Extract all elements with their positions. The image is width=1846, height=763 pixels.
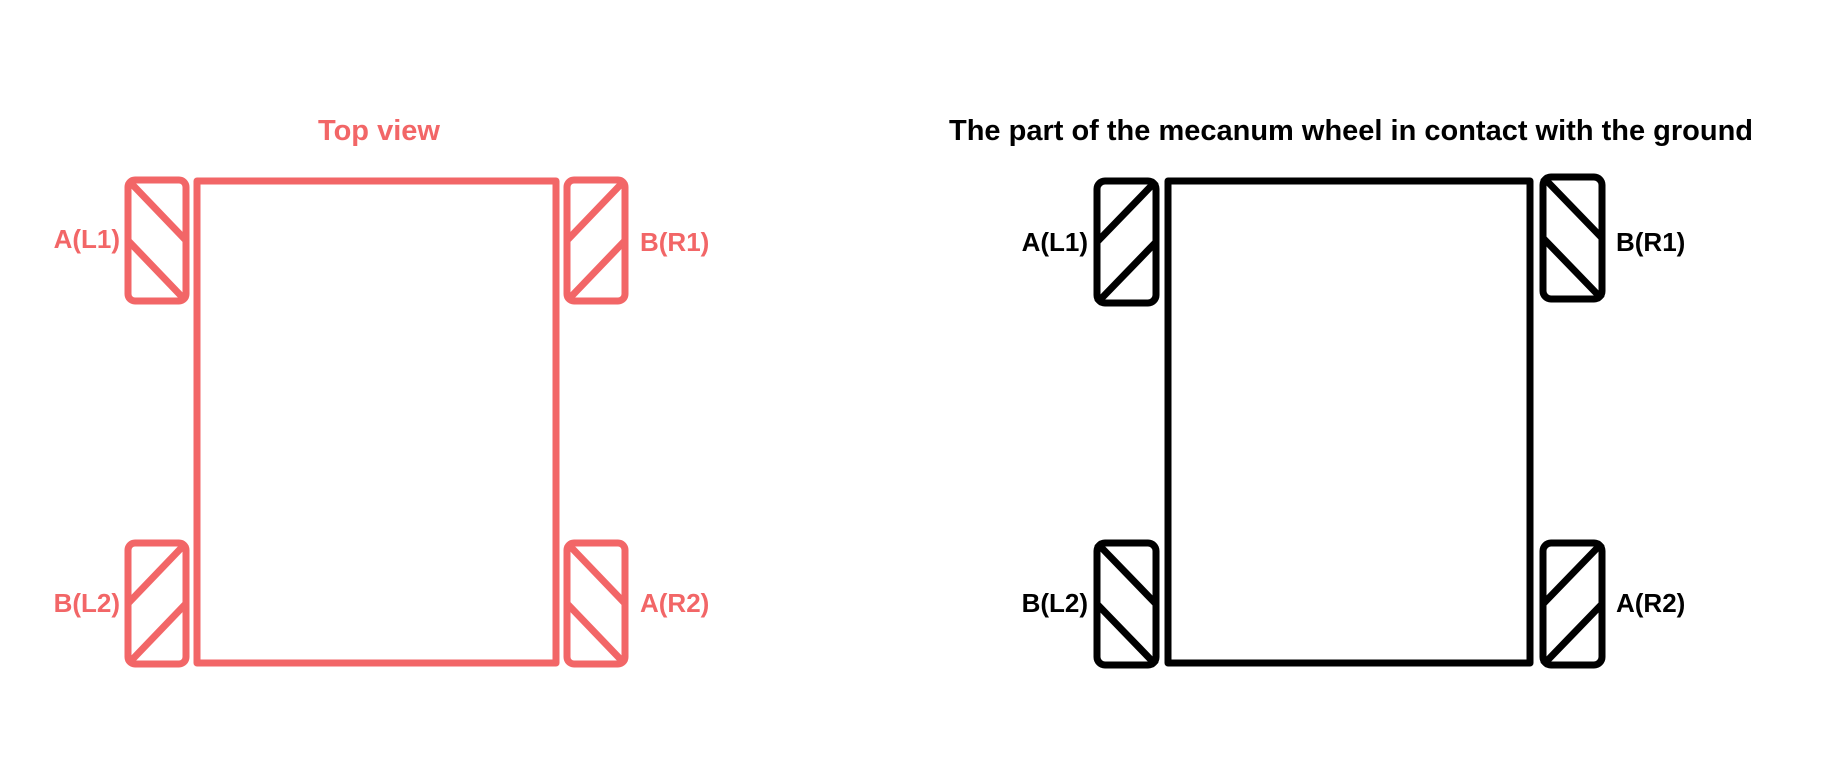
roller-stripes [564, 177, 628, 304]
top-view-panel [124, 176, 629, 668]
contact-view-panel [1093, 173, 1606, 669]
top-view-label-a-l1: A(L1) [54, 224, 120, 254]
roller-stripe [564, 540, 628, 606]
contact-view-chassis [1164, 177, 1534, 667]
roller-stripes [564, 540, 628, 667]
roller-stripe [1540, 174, 1605, 241]
top-view-wheel-front-right [563, 176, 629, 305]
top-view-label-b-r1: B(R1) [640, 227, 709, 257]
top-view-label-b-l2: B(L2) [54, 588, 120, 618]
roller-stripe [1094, 540, 1159, 607]
roller-stripes [1540, 540, 1605, 668]
top-view-wheel-rear-left [124, 539, 190, 668]
roller-stripes [125, 177, 189, 304]
roller-stripes [1540, 174, 1605, 302]
top-view-title: Top view [318, 115, 440, 147]
roller-stripe [1540, 235, 1605, 302]
roller-stripe [564, 238, 628, 304]
wheel-frame [124, 539, 190, 668]
roller-stripes [1094, 540, 1159, 668]
roller-stripe [1540, 540, 1605, 607]
roller-stripe [125, 601, 189, 667]
contact-view-label-a-r2: A(R2) [1616, 588, 1685, 618]
roller-stripe [1094, 601, 1159, 668]
top-view-label-a-r2: A(R2) [640, 588, 709, 618]
wheel-frame [563, 176, 629, 305]
wheel-frame [563, 539, 629, 668]
roller-stripes [125, 540, 189, 667]
contact-view-title: The part of the mecanum wheel in contact… [949, 115, 1753, 147]
roller-stripe [125, 238, 189, 304]
roller-stripe [1094, 178, 1159, 245]
roller-stripe [125, 540, 189, 606]
contact-view-wheel-front-right [1539, 173, 1606, 303]
roller-stripes [1094, 178, 1159, 306]
roller-stripe [1094, 239, 1159, 306]
wheel-frame [1539, 173, 1606, 303]
top-view-chassis [193, 177, 560, 667]
top-view-wheel-front-left [124, 176, 190, 305]
roller-stripe [125, 177, 189, 243]
contact-view-wheel-front-left [1093, 177, 1160, 307]
contact-view-label-b-l2: B(L2) [1022, 588, 1088, 618]
contact-view-wheel-rear-left [1093, 539, 1160, 669]
roller-stripe [564, 601, 628, 667]
contact-view-label-a-l1: A(L1) [1022, 227, 1088, 257]
wheel-frame [1093, 177, 1160, 307]
roller-stripe [1540, 601, 1605, 668]
wheel-frame [124, 176, 190, 305]
top-view-wheel-rear-right [563, 539, 629, 668]
contact-view-wheel-rear-right [1539, 539, 1606, 669]
contact-view-label-b-r1: B(R1) [1616, 227, 1685, 257]
roller-stripe [564, 177, 628, 243]
wheel-frame [1093, 539, 1160, 669]
wheel-frame [1539, 539, 1606, 669]
